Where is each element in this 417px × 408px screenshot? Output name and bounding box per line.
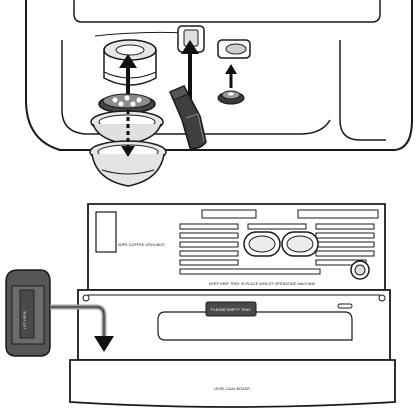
accessory-holder: LIFT HERE	[5, 269, 51, 357]
down-arrow-icon	[94, 336, 114, 352]
insert-arrow	[50, 304, 114, 352]
machine-top-panel	[25, 0, 413, 187]
down-arrow-icon	[121, 110, 135, 157]
cup-rest-ovals	[243, 231, 319, 257]
tray-label-left: WIPE COFFEE GROUNDS	[118, 243, 165, 247]
hot-water-outlet	[217, 39, 251, 105]
empty-tray-indicator: PLEASE EMPTY TRAY	[205, 301, 257, 317]
tamper-tool	[169, 85, 207, 150]
float-indicator	[350, 260, 370, 280]
drip-tray-panel: WIPE COFFEE GROUNDS KEEP DRIP TRAY IN PL…	[5, 203, 396, 408]
base-caption: LEVEL DUAL BOILER	[214, 387, 250, 391]
empty-tray-label: PLEASE EMPTY TRAY	[211, 308, 251, 312]
up-arrow-icon	[225, 64, 237, 88]
group-head	[103, 39, 157, 86]
tray-warning-label: KEEP DRIP TRAY IN PLACE WHILST OPERATING…	[209, 282, 316, 286]
accessory-label: LIFT HERE	[23, 310, 27, 329]
filter-insert-disc	[98, 93, 156, 114]
